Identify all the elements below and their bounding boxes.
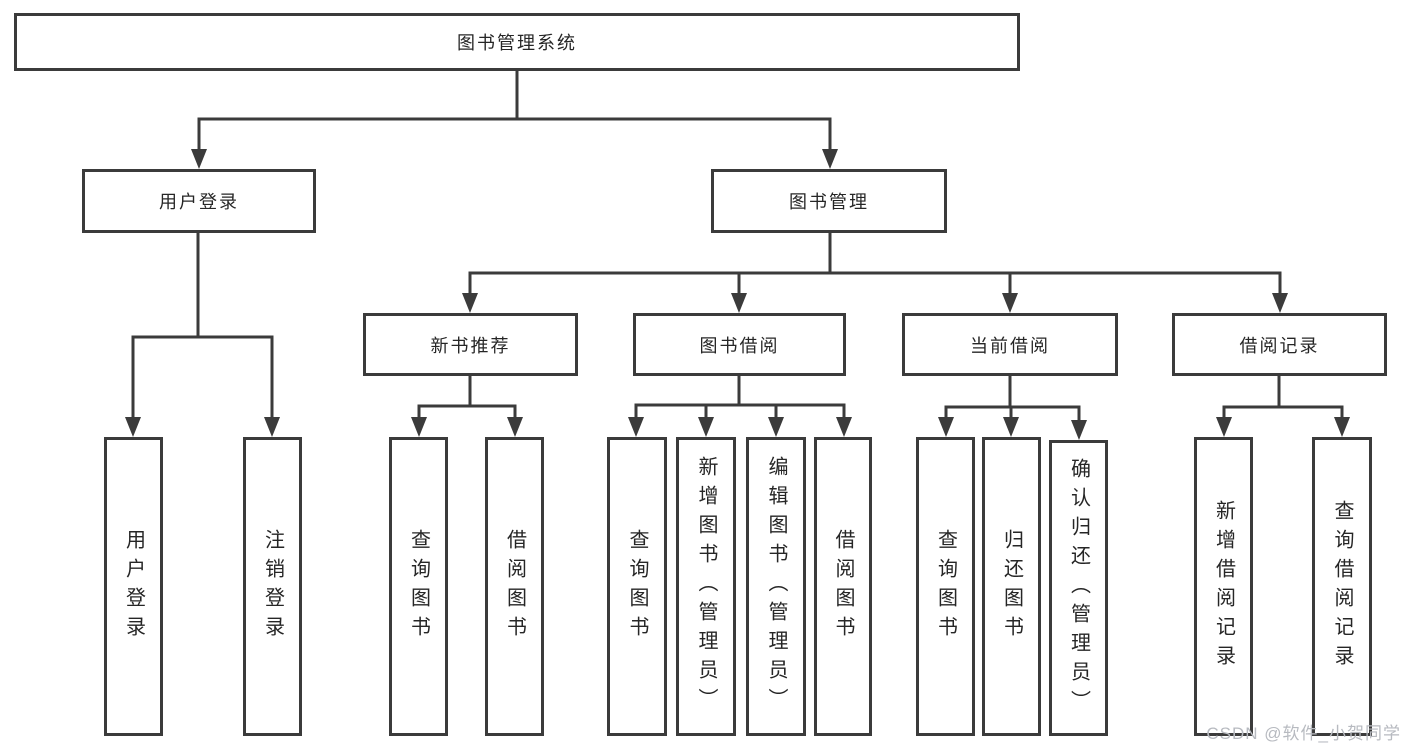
node-leaf-query-books-2: 查询图书: [607, 437, 667, 736]
node-leaf-query-books-3: 查询图书: [916, 437, 975, 736]
node-label: 借阅图书: [503, 528, 526, 645]
node-label: 新书推荐: [430, 335, 511, 356]
node-label: 编辑图书（管理员）: [765, 456, 787, 717]
node-label: 新增图书（管理员）: [695, 456, 717, 717]
node-label: 图书管理系统: [457, 33, 577, 53]
node-label: 用户登录: [159, 192, 239, 212]
node-label: 确认归还（管理员）: [1067, 457, 1090, 719]
node-leaf-add-books-admin: 新增图书（管理员）: [676, 437, 736, 736]
node-label: 查询图书: [626, 528, 648, 645]
node-leaf-query-books-1: 查询图书: [389, 437, 448, 736]
node-borrowing-records: 借阅记录: [1172, 313, 1387, 376]
node-label: 查询图书: [934, 528, 957, 645]
node-label: 查询借阅记录: [1331, 499, 1353, 674]
node-book-management-branch: 图书管理: [711, 169, 947, 233]
node-leaf-confirm-return-admin: 确认归还（管理员）: [1049, 440, 1108, 736]
node-label: 新增借阅记录: [1212, 499, 1235, 674]
node-label: 查询图书: [407, 528, 430, 645]
node-user-login-branch: 用户登录: [82, 169, 316, 233]
node-label: 图书借阅: [699, 335, 780, 356]
node-label: 当前借阅: [970, 335, 1050, 356]
node-root-library-system: 图书管理系统: [14, 13, 1020, 71]
node-leaf-borrow-books-2: 借阅图书: [814, 437, 872, 736]
node-leaf-query-borrow-record: 查询借阅记录: [1312, 437, 1372, 736]
node-label: 注销登录: [261, 528, 284, 645]
node-leaf-logout: 注销登录: [243, 437, 302, 736]
node-label: 用户登录: [122, 528, 145, 645]
node-label: 图书管理: [789, 192, 869, 212]
node-book-borrowing: 图书借阅: [633, 313, 846, 376]
node-new-book-recommend: 新书推荐: [363, 313, 578, 376]
node-label: 借阅图书: [832, 528, 854, 645]
csdn-watermark: CSDN @软件_小贺同学: [1206, 724, 1401, 743]
node-leaf-return-books: 归还图书: [982, 437, 1041, 736]
node-leaf-borrow-books-1: 借阅图书: [485, 437, 544, 736]
node-leaf-edit-books-admin: 编辑图书（管理员）: [746, 437, 806, 736]
node-label: 借阅记录: [1239, 335, 1320, 356]
node-current-borrowing: 当前借阅: [902, 313, 1118, 376]
node-label: 归还图书: [1000, 528, 1023, 645]
node-leaf-add-borrow-record: 新增借阅记录: [1194, 437, 1253, 736]
node-leaf-user-login: 用户登录: [104, 437, 163, 736]
